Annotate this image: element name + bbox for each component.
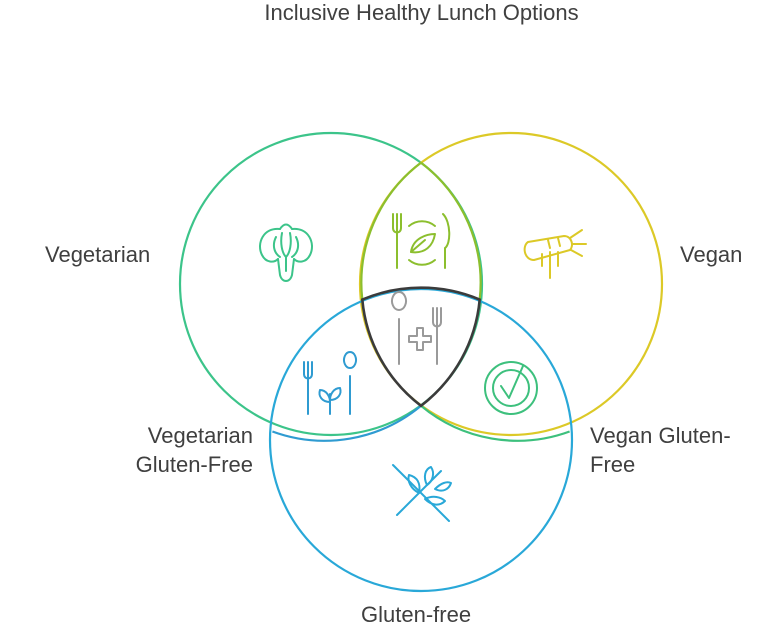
- broccoli-icon: [259, 223, 313, 282]
- fork-spoon-sprout-icon: [303, 351, 357, 415]
- vegetarian-label: Vegetarian: [45, 242, 151, 267]
- diagram-title: Inclusive Healthy Lunch Options: [264, 0, 579, 25]
- vegan-label: Vegan: [680, 242, 743, 267]
- utensils-health-cross-icon: [391, 291, 442, 365]
- vegan-gluten-free-label: Vegan Gluten- Free: [590, 421, 731, 479]
- vegetarian-gluten-free-label-line-2: Gluten-Free: [135, 452, 253, 477]
- gluten-free-label: Gluten-free: [361, 602, 472, 627]
- vegan-gluten-free-label-line-2: Free: [590, 452, 636, 477]
- vegetarian-gluten-free-label: Vegetarian Gluten-Free: [0, 421, 253, 479]
- plate-fork-knife-leaf-icon: [392, 213, 451, 269]
- vegetarian-circle: [178, 131, 484, 437]
- vegetarian-glutenfree-overlap-outline: [272, 404, 422, 442]
- no-wheat-icon: [392, 464, 452, 522]
- vegan-circle: [358, 131, 664, 437]
- vegan-glutenfree-overlap-outline: [420, 404, 570, 442]
- vegetarian-vegan-overlap-outline: [360, 161, 482, 300]
- vegetarian-gluten-free-label-line-1: Vegetarian: [147, 423, 253, 448]
- carrot-icon: [523, 229, 587, 279]
- vegan-gluten-free-label-line-1: Vegan Gluten-: [590, 423, 731, 448]
- all-three-overlap-outline: [360, 286, 482, 408]
- check-badge-icon: [484, 361, 538, 415]
